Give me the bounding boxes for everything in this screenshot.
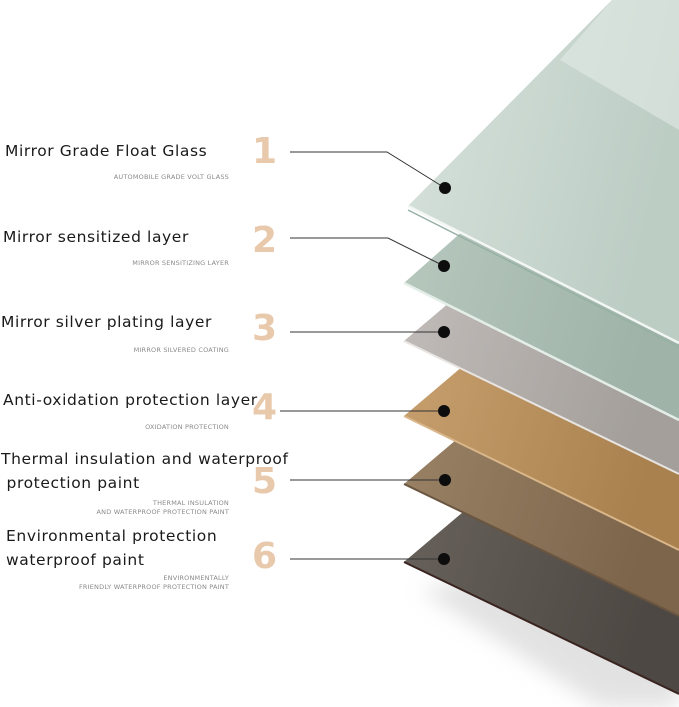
layer-3-title: Mirror silver plating layer: [1, 313, 212, 331]
layer-5-title: Thermal insulation and waterproof: [1, 450, 289, 468]
layer-1-subtitle: AUTOMOBILE GRADE VOLT GLASS: [113, 173, 229, 181]
layer-2-title: Mirror sensitized layer: [3, 228, 189, 246]
layer-3-subtitle: MIRROR SILVERED COATING: [133, 346, 229, 354]
layer-6-subtitle-line2: FRIENDLY WATERPROOF PROTECTION PAINT: [78, 583, 229, 591]
leader-line-2: [290, 237, 445, 267]
layer-5-subtitle-line2: AND WATERPROOF PROTECTION PAINT: [96, 508, 229, 516]
leader-lines: [280, 151, 451, 565]
marker-dot-2: [438, 260, 450, 272]
layer-6-number: 6: [252, 536, 278, 577]
layer-5-title-line2: protection paint: [1, 474, 140, 492]
layer-4-number: 4: [252, 387, 278, 428]
layer-6-title: Environmental protection: [6, 527, 218, 545]
layer-2-number: 2: [252, 220, 278, 261]
layer-1-number: 1: [252, 131, 278, 172]
layer-4-title: Anti-oxidation protection layer: [3, 391, 258, 409]
layer-5-number: 5: [252, 461, 278, 502]
marker-dot-1: [439, 182, 451, 194]
layer-6-subtitle: ENVIRONMENTALLY: [163, 574, 229, 582]
layer-1-sheet: [407, 0, 679, 348]
layer-3-number: 3: [252, 308, 278, 349]
layer-6-title-line2: waterproof paint: [6, 551, 145, 569]
leader-line-1: [290, 151, 446, 189]
layer-5-subtitle: THERMAL INSULATION: [152, 499, 229, 507]
layer-4-subtitle: OXIDATION PROTECTION: [145, 423, 229, 431]
marker-dot-3: [438, 326, 450, 338]
layer-2-subtitle: MIRROR SENSITIZING LAYER: [132, 259, 229, 267]
marker-dot-6: [438, 553, 450, 565]
layer-1-title: Mirror Grade Float Glass: [5, 142, 208, 160]
marker-dot-4: [438, 405, 450, 417]
marker-dot-5: [439, 474, 451, 486]
